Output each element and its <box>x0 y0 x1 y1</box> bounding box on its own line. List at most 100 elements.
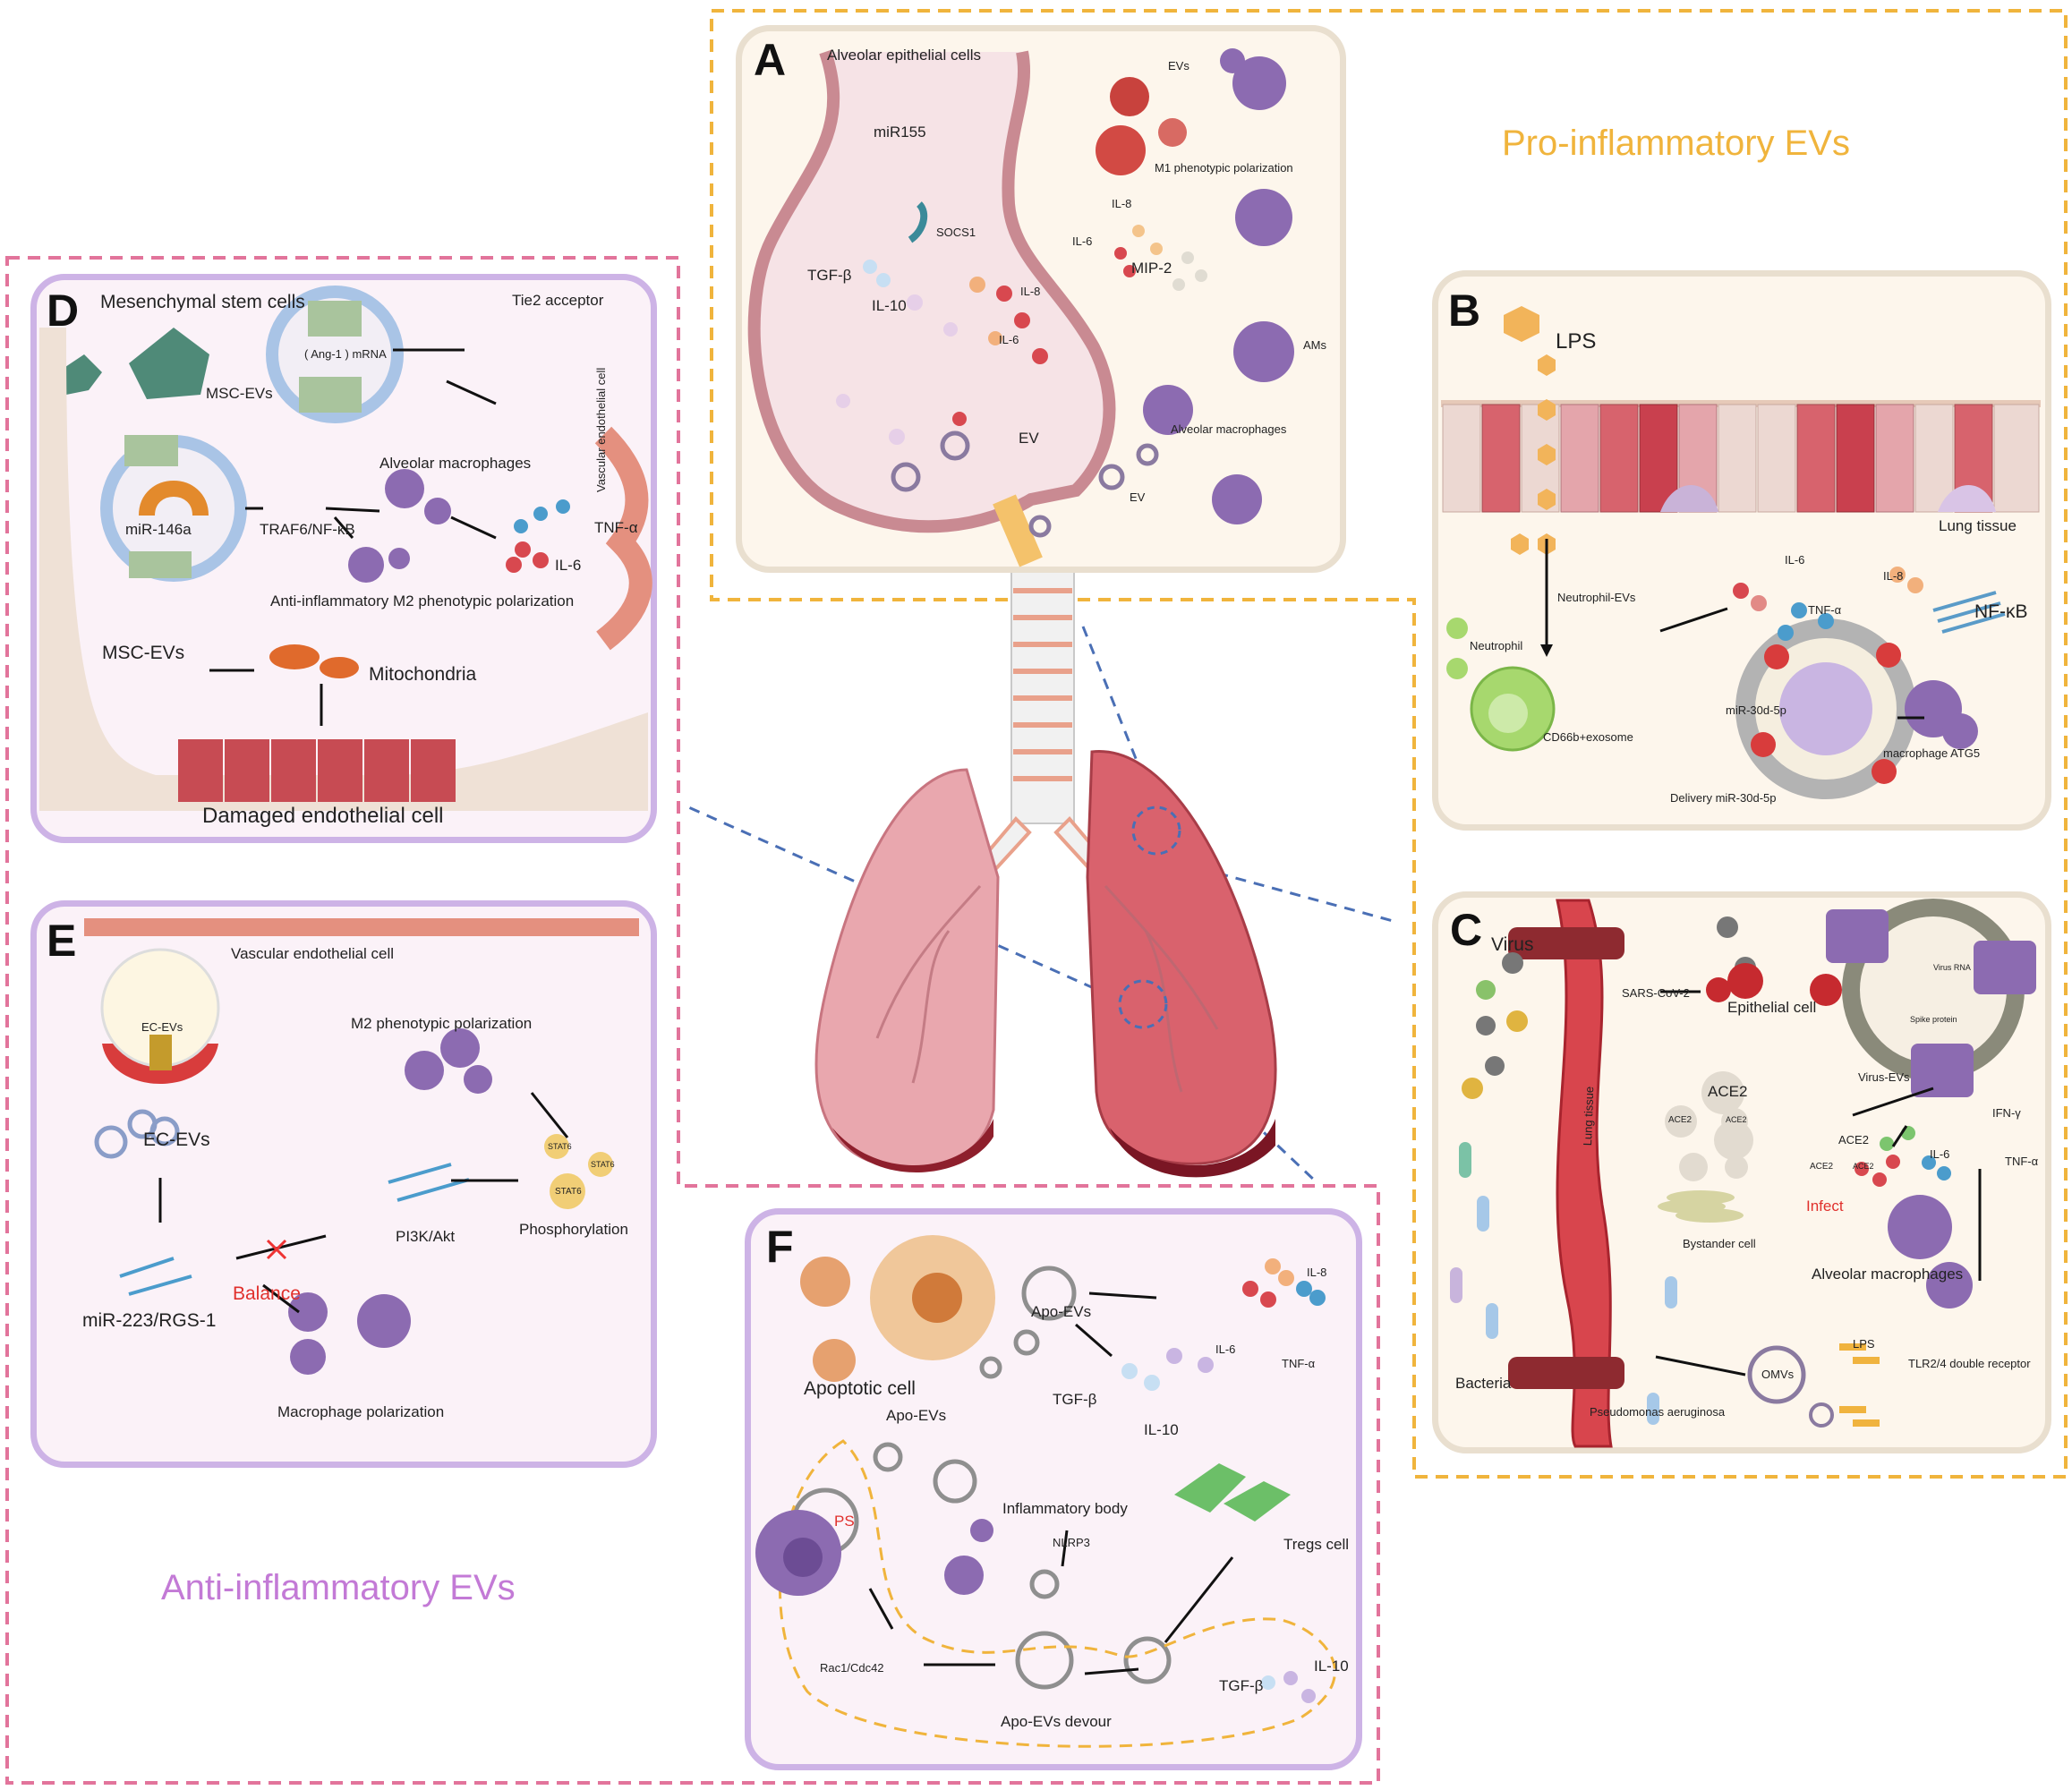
lung-tissue-vessel <box>1556 899 1613 1448</box>
label-tnfa-c: TNF-α <box>2005 1155 2039 1168</box>
label-tgfb: TGF-β <box>807 267 852 284</box>
label-ifng: IFN-γ <box>1992 1106 2021 1120</box>
label-lung-tissue-c: Lung tissue <box>1581 1086 1597 1146</box>
anti-inflammatory-border <box>5 256 1380 1785</box>
label-tlr: TLR2/4 double receptor <box>1908 1357 2031 1370</box>
label-mir155: miR155 <box>874 124 926 141</box>
label-neutrophil: Neutrophil <box>1470 639 1523 652</box>
label-lps-c: LPS <box>1853 1337 1875 1351</box>
omvs <box>1747 1345 1806 1404</box>
label-neutrophil-evs: Neutrophil-EVs <box>1557 591 1636 604</box>
label-phosphorylation: Phosphorylation <box>519 1221 628 1238</box>
label-msc-evs-2: MSC-EVs <box>102 643 185 663</box>
label-bacteria: Bacteria <box>1455 1375 1512 1392</box>
label-alveolar-macrophages-c: Alveolar macrophages <box>1812 1266 1964 1283</box>
label-ace2-b: ACE2 <box>1726 1115 1747 1124</box>
label-vascular-e: Vascular endothelial cell <box>231 945 395 962</box>
label-atg5: macrophage ATG5 <box>1883 746 1981 760</box>
label-ev: EV <box>1019 430 1039 447</box>
label-virus-evs: Virus-EVs <box>1858 1070 1910 1084</box>
label-ev2: EV <box>1130 490 1146 504</box>
label-ps: PS <box>834 1513 855 1530</box>
label-il10-f: IL-10 <box>1144 1421 1179 1438</box>
label-macrophage-pol: Macrophage polarization <box>277 1403 445 1420</box>
label-nlrp3: NLRP3 <box>1053 1536 1090 1549</box>
label-alveolar-epithelial: Alveolar epithelial cells <box>827 47 981 64</box>
label-inflammatory-body: Inflammatory body <box>1002 1500 1128 1517</box>
label-bystander: Bystander cell <box>1683 1237 1756 1250</box>
right-lung <box>1086 750 1277 1165</box>
label-il6-b: IL-6 <box>1785 553 1805 567</box>
label-stat6-c: STAT6 <box>555 1187 582 1197</box>
label-tnfa-f: TNF-α <box>1282 1357 1316 1370</box>
alveolus-sac <box>747 49 1116 533</box>
panel-f-art <box>755 1235 1336 1748</box>
label-msc-evs: MSC-EVs <box>206 385 273 402</box>
label-tnfa-d: TNF-α <box>594 519 638 536</box>
panel-e-letter: E <box>47 916 77 966</box>
label-il6-f: IL-6 <box>1215 1342 1236 1356</box>
panel-d-letter: D <box>47 286 80 336</box>
label-tregs: Tregs cell <box>1283 1536 1350 1553</box>
label-pi3k: PI3K/Akt <box>396 1228 456 1245</box>
label-alveolar-macrophages-a: Alveolar macrophages <box>1171 422 1287 436</box>
panel-c-art <box>1450 899 2036 1448</box>
label-nfkb: NF-κB <box>1974 601 2028 622</box>
label-mitochondria: Mitochondria <box>369 664 477 685</box>
panel-f-letter: F <box>766 1222 794 1272</box>
label-infect: Infect <box>1806 1198 1844 1215</box>
label-il8-f: IL-8 <box>1307 1266 1327 1279</box>
label-stat6-a: STAT6 <box>548 1142 572 1151</box>
pro-inflammatory-border <box>710 9 2068 1479</box>
lps-chain <box>1504 306 1556 555</box>
label-mir30d: miR-30d-5p <box>1726 703 1786 717</box>
label-apoptotic: Apoptotic cell <box>804 1378 916 1399</box>
ev-rings <box>891 430 1159 538</box>
label-tie2: Tie2 acceptor <box>512 292 604 309</box>
label-ams: AMs <box>1303 338 1326 352</box>
label-cd66b: CD66b+exosome <box>1543 730 1633 744</box>
anti-inflammatory-title: Anti-inflammatory EVs <box>161 1568 516 1607</box>
label-pseudomonas: Pseudomonas aeruginosa <box>1590 1405 1726 1419</box>
label-ec-evs-small: EC-EVs <box>141 1020 183 1034</box>
pro-cells <box>1096 48 1294 524</box>
left-lung <box>814 768 1000 1170</box>
label-il10: IL-10 <box>872 297 907 314</box>
label-il6-c: IL-6 <box>1930 1147 1950 1161</box>
label-virus-rna: Virus RNA <box>1933 963 1971 972</box>
label-ace2-e: ACE2 <box>1853 1162 1874 1171</box>
label-balance: Balance <box>233 1283 301 1304</box>
label-mir146a: miR-146a <box>125 521 192 538</box>
label-il8: IL-8 <box>1020 285 1041 298</box>
label-msc: Mesenchymal stem cells <box>100 292 305 312</box>
label-stat6-b: STAT6 <box>591 1160 615 1169</box>
label-apo-evs-2: Apo-EVs <box>886 1407 947 1424</box>
label-traf6: TRAF6/NF-κB <box>260 521 355 538</box>
label-tgfb-f2: TGF-β <box>1219 1677 1264 1694</box>
label-rac1: Rac1/Cdc42 <box>820 1661 884 1675</box>
label-il6-d: IL-6 <box>555 557 582 574</box>
cytokine-dots <box>836 260 1048 445</box>
label-il10-f2: IL-10 <box>1314 1658 1349 1675</box>
label-epithelial: Epithelial cell <box>1727 999 1817 1016</box>
label-il6: IL-6 <box>999 333 1019 346</box>
label-lung-tissue-b: Lung tissue <box>1939 517 2017 534</box>
label-ace2-d: ACE2 <box>1810 1162 1834 1172</box>
label-virus: Virus <box>1491 934 1534 955</box>
label-omvs: OMVs <box>1761 1368 1795 1381</box>
devour-region <box>778 1439 1336 1748</box>
panel-c-letter: C <box>1450 905 1483 955</box>
label-il8-b: IL-8 <box>1883 569 1904 583</box>
label-alveolar-macrophages-d: Alveolar macrophages <box>379 455 532 472</box>
label-tnfa-b: TNF-α <box>1808 603 1842 617</box>
label-spike: Spike protein <box>1910 1015 1957 1024</box>
epithelium <box>1441 400 2041 513</box>
panel-d-art <box>39 286 652 811</box>
label-m1: M1 phenotypic polarization <box>1155 161 1293 175</box>
label-devour: Apo-EVs devour <box>1001 1713 1112 1730</box>
panel-a-art <box>747 48 1294 567</box>
panel-b-art <box>1441 306 2041 799</box>
label-il8-right: IL-8 <box>1112 197 1132 210</box>
label-ace2-big: ACE2 <box>1708 1083 1748 1100</box>
label-ace2-c: ACE2 <box>1838 1133 1869 1146</box>
